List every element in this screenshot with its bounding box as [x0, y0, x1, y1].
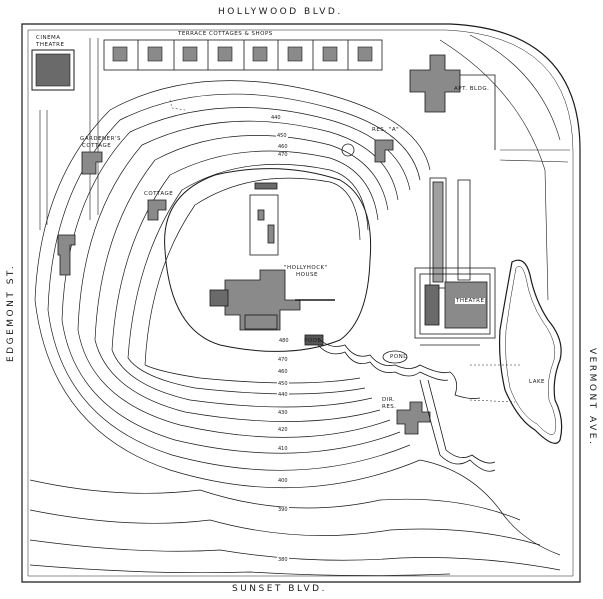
- label-gardeners-cottage-2: COTTAGE: [82, 143, 112, 149]
- label-lake: LAKE: [529, 379, 546, 385]
- site-paths: [169, 99, 520, 403]
- terrace-cottages-row: [103, 39, 383, 71]
- perimeter-roads: [39, 34, 570, 301]
- label-apt-bldg: APT. BLDG.: [454, 86, 490, 92]
- label-gardeners-cottage-1: GARDENER'S: [80, 136, 121, 142]
- contour-label: 440: [277, 392, 289, 398]
- label-pool: POOL: [304, 338, 322, 344]
- topographic-contours: [29, 80, 561, 576]
- west-residence: [57, 234, 76, 276]
- lake: [498, 259, 563, 444]
- contour-label: 470: [277, 357, 289, 363]
- contour-label: 460: [277, 369, 289, 375]
- contour-label: 450: [277, 381, 289, 387]
- label-res-a: RES. "A": [372, 127, 400, 133]
- contour-label: 400: [277, 478, 289, 484]
- cinema-theatre-building: [31, 49, 75, 91]
- hilltop-plateau: [164, 168, 372, 352]
- theatre-complex: [414, 177, 496, 346]
- contour-label: 460: [277, 144, 289, 150]
- contour-label: 410: [277, 446, 289, 452]
- label-terrace-cottages: TERRACE COTTAGES & SHOPS: [178, 31, 273, 37]
- label-dir-res-2: RES.: [382, 404, 397, 410]
- hollyhock-house-building: [209, 182, 335, 346]
- residence-a: [341, 139, 394, 163]
- contour-label: 380: [277, 557, 289, 563]
- label-pond: POND: [390, 354, 408, 360]
- cottage-building: [147, 199, 167, 221]
- label-cottage: COTTAGE: [144, 191, 174, 197]
- contour-label: 480: [278, 338, 290, 344]
- street-edgemont-st: EDGEMONT ST.: [6, 263, 16, 362]
- label-theatre: THEATRE: [455, 298, 486, 304]
- label-cinema-theatre-1: CINEMA: [36, 35, 61, 41]
- pond: [382, 350, 408, 364]
- contour-label: 470: [277, 152, 289, 158]
- street-vermont-ave: VERMONT AVE.: [587, 348, 597, 447]
- directors-residence: [396, 401, 431, 435]
- contour-label: 390: [277, 507, 289, 513]
- street-sunset-blvd: SUNSET BLVD.: [232, 584, 327, 594]
- contour-label: 440: [270, 115, 282, 121]
- label-cinema-theatre-2: THEATRE: [36, 42, 65, 48]
- label-hollyhock-house-1: "HOLLYHOCK": [284, 265, 328, 271]
- property-boundary: [21, 23, 581, 583]
- label-hollyhock-house-2: HOUSE: [296, 272, 318, 278]
- street-hollywood-blvd: HOLLYWOOD BLVD.: [218, 7, 343, 17]
- contour-label: 450: [276, 133, 288, 139]
- apartment-building: [409, 54, 496, 150]
- contour-label: 420: [277, 427, 289, 433]
- gardeners-cottage: [81, 151, 103, 175]
- label-dir-res-1: DIR.: [382, 397, 396, 403]
- contour-label: 430: [277, 410, 289, 416]
- stream-ravine: [317, 337, 496, 472]
